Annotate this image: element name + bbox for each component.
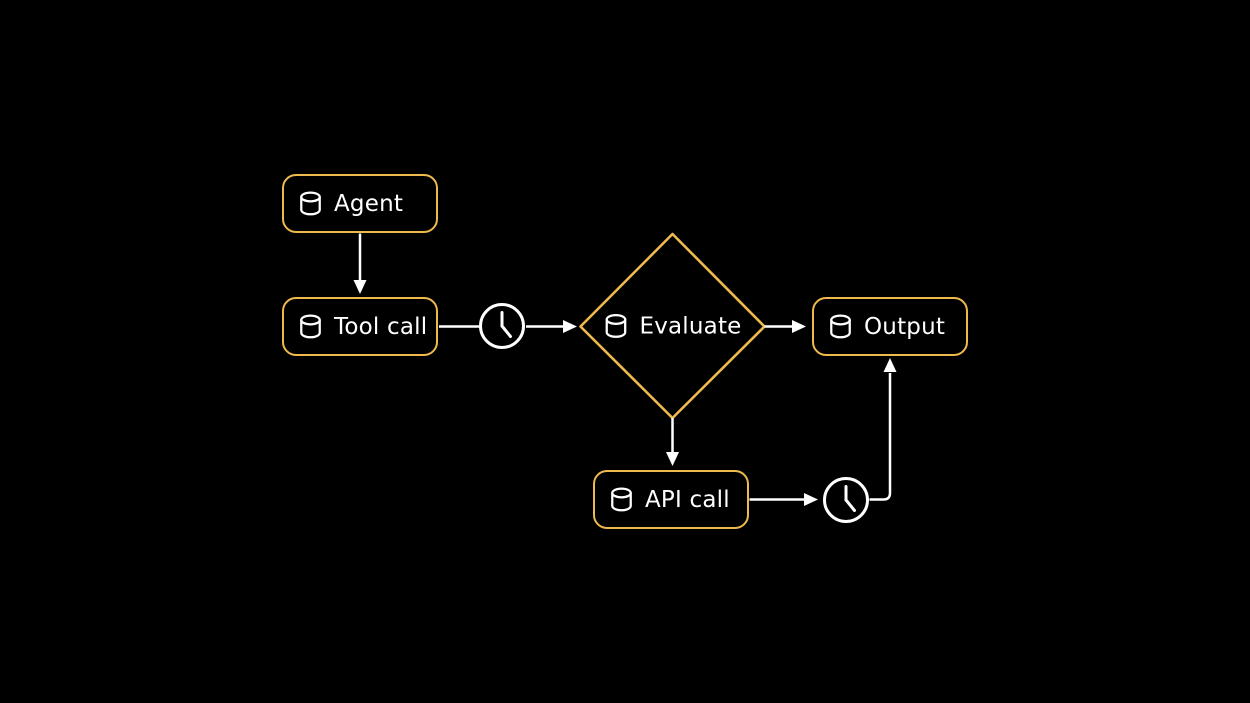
arrowhead-up [883, 358, 897, 372]
node-agent: Agent [282, 174, 438, 233]
node-api-call: API call [593, 470, 749, 529]
node-label: Tool call [334, 313, 428, 340]
node-evaluate: Evaluate [602, 313, 741, 340]
arrowhead-right [563, 320, 577, 333]
node-tool-call: Tool call [282, 297, 438, 356]
arrowhead-right [792, 320, 806, 333]
arrowhead-down [353, 280, 367, 294]
edge-evaluate-to-api-call [666, 418, 679, 466]
database-icon [611, 487, 632, 512]
edge-clock-to-evaluate [526, 320, 577, 333]
arrowhead-right [804, 493, 818, 506]
database-icon [300, 191, 321, 216]
edge-agent-to-tool-call [353, 233, 367, 294]
database-icon [830, 314, 851, 339]
arrowhead-down [666, 452, 679, 466]
database-icon [300, 314, 321, 339]
node-label: Output [864, 313, 946, 340]
edge-evaluate-to-output [764, 320, 806, 333]
edge-api-call-to-clock [749, 493, 818, 506]
edge-clock-to-output [869, 358, 897, 501]
clock-icon [823, 477, 869, 523]
node-label: Agent [334, 190, 404, 217]
clock-icon [479, 303, 525, 349]
node-label: API call [645, 486, 730, 513]
database-icon [605, 313, 627, 338]
node-label: Evaluate [639, 313, 742, 339]
node-output: Output [812, 297, 968, 356]
